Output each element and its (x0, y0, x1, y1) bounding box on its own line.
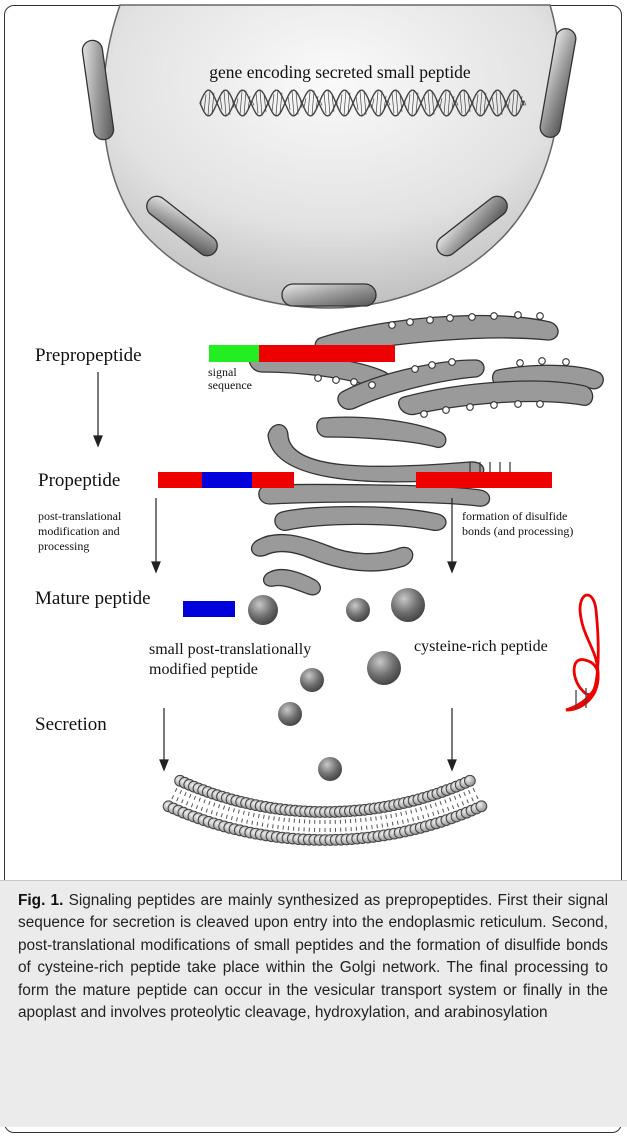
mature-peptide-blue (183, 601, 235, 617)
rough-endoplasmic-reticulum (249, 315, 603, 414)
small-peptide-line1: small post-translationally (149, 641, 311, 658)
signal-label-line1: signal (208, 365, 237, 379)
propeptide-left (158, 472, 294, 488)
caption-text: Signaling peptides are mainly synthesize… (18, 892, 608, 1021)
stage-label-propeptide: Propeptide (38, 470, 120, 491)
cysteine-label: cysteine-rich peptide (414, 638, 548, 655)
right-process-line2: bonds (and processing) (462, 524, 573, 538)
gene-label: gene encoding secreted small peptide (209, 62, 471, 82)
prepropeptide-segment (259, 345, 395, 362)
figure-caption: Fig. 1. Signaling peptides are mainly sy… (18, 890, 608, 1024)
left-process-line1: post-translational (38, 509, 122, 523)
cysteine-rich-peptide-icon (566, 595, 598, 710)
small-peptide-line2: modified peptide (149, 661, 258, 678)
stage-label-mature: Mature peptide (35, 588, 151, 609)
signal-label-line2: sequence (208, 378, 252, 392)
left-process-line3: processing (38, 539, 89, 553)
caption-label: Fig. 1. (18, 892, 63, 909)
nucleus (103, 5, 560, 308)
right-process-line1: formation of disulfide (462, 509, 567, 523)
stage-label-prepropeptide: Prepropeptide (35, 345, 142, 366)
left-process-line2: modification and (38, 524, 120, 538)
plasma-membrane (163, 775, 487, 845)
stage-label-secretion: Secretion (35, 714, 107, 735)
signal-sequence-segment (209, 345, 259, 362)
secretory-vesicles (248, 588, 425, 781)
figure-diagram: gene encoding secreted small peptide Pre… (0, 0, 627, 880)
